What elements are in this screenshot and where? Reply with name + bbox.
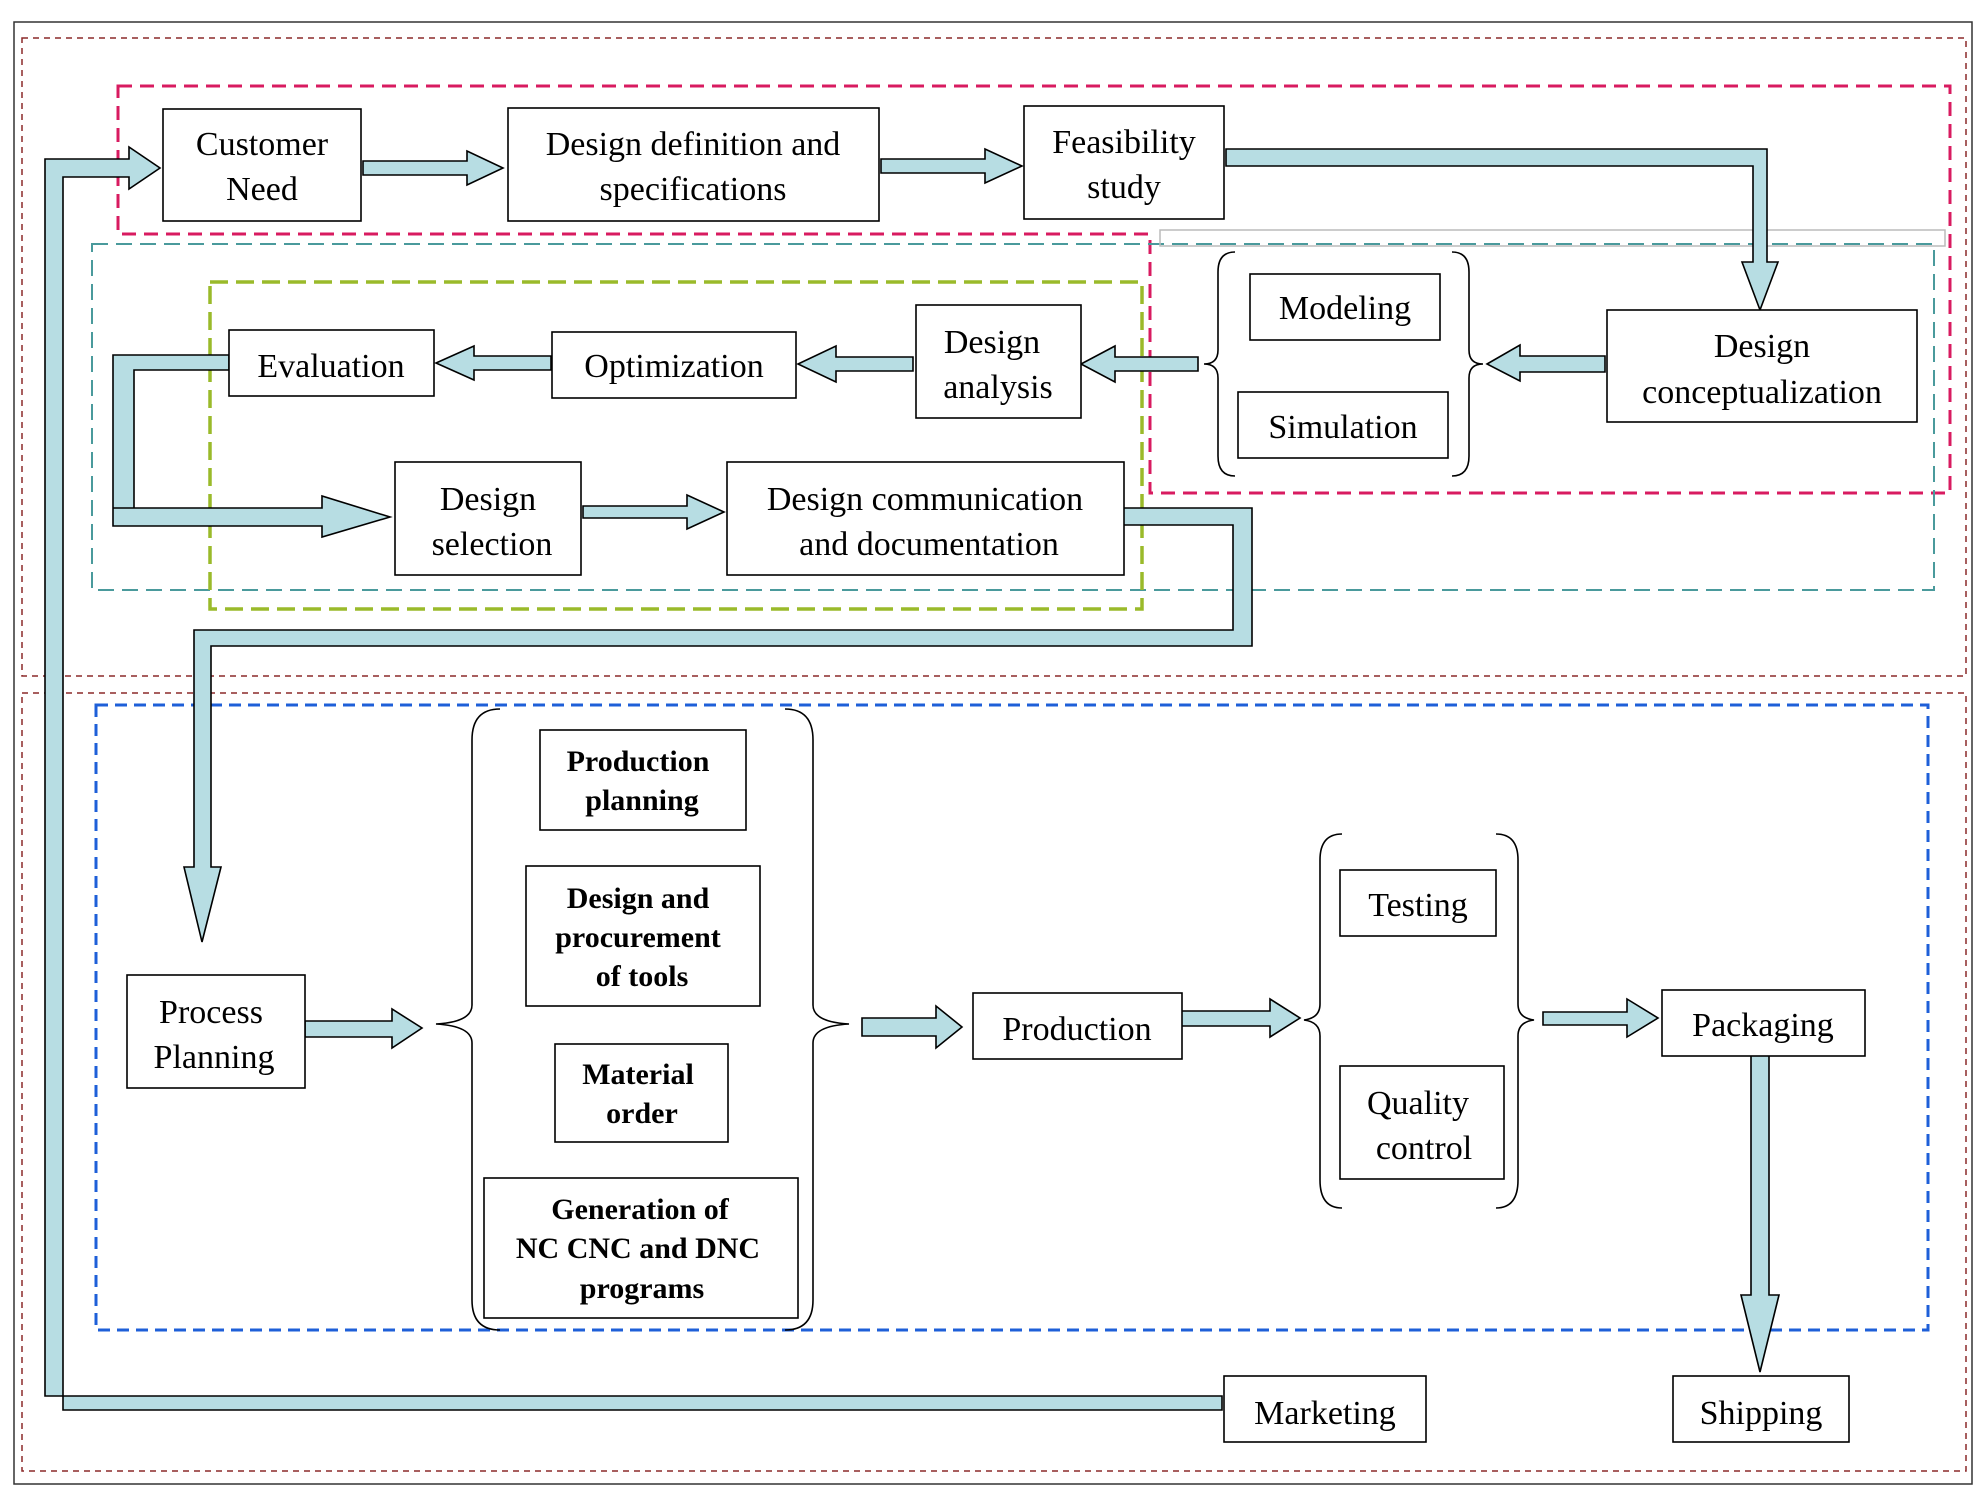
design-analysis-box: Design analysis <box>915 304 1082 419</box>
design-definition-line2: specifications <box>600 171 787 208</box>
packaging-box: Packaging <box>1661 989 1866 1057</box>
testing-label: Testing <box>1368 887 1468 924</box>
arrow-planning-to-tasks <box>304 1007 424 1050</box>
design-selection-line1: Design <box>440 481 536 518</box>
design-selection-box: Design selection <box>394 461 582 576</box>
manufacturing-process-outline <box>21 692 1967 1472</box>
modeling-box: Modeling <box>1249 273 1441 341</box>
quality-control-line1: Quality <box>1367 1085 1469 1122</box>
arrow-feasibility-to-conceptualization <box>1225 148 1780 313</box>
feasibility-line1: Feasibility <box>1052 124 1196 161</box>
production-label: Production <box>1002 1011 1151 1048</box>
conceptualization-line1: Design <box>1714 328 1810 365</box>
modeling-label: Modeling <box>1279 290 1411 327</box>
simulation-box: Simulation <box>1237 391 1449 459</box>
modeling-simulation-brace <box>1203 251 1484 477</box>
outer-frame <box>13 21 1973 1485</box>
shipping-box: Shipping <box>1672 1375 1850 1443</box>
analysis-group-outline <box>91 243 1935 591</box>
evaluation-label: Evaluation <box>257 348 404 385</box>
design-process-outline <box>21 37 1967 677</box>
material-order-line1: Material <box>582 1058 694 1091</box>
process-planning-line2: Planning <box>154 1039 275 1076</box>
evaluation-box: Evaluation <box>228 329 435 397</box>
marketing-label: Marketing <box>1254 1395 1396 1432</box>
packaging-label: Packaging <box>1692 1007 1834 1044</box>
marketing-feedback-arrow <box>44 145 1223 1411</box>
arrow-conceptualization-to-modeling <box>1485 343 1606 383</box>
tools-line2: procurement <box>555 921 721 954</box>
design-definition-line1: Design definition and <box>546 126 841 163</box>
feasibility-line2: study <box>1087 169 1161 206</box>
nc-programs-line3: programs <box>580 1272 704 1305</box>
arrow-need-to-definition <box>362 149 505 187</box>
arrow-communication-to-process-planning <box>182 507 1253 943</box>
production-planning-box: Production planning <box>539 729 747 831</box>
process-planning-line1: Process <box>159 994 263 1031</box>
arrow-optimization-to-evaluation <box>434 344 552 382</box>
arrow-selection-to-communication <box>582 493 726 531</box>
production-planning-line2: planning <box>585 784 698 817</box>
production-box: Production <box>972 992 1183 1060</box>
tools-line3: of tools <box>596 960 689 993</box>
tools-procurement-box: Design and procurement of tools <box>525 865 761 1007</box>
arrow-packaging-to-shipping <box>1739 1054 1781 1373</box>
material-order-box: Material order <box>554 1043 729 1143</box>
arrow-analysis-to-optimization <box>796 344 914 384</box>
design-analysis-line2: analysis <box>943 369 1053 406</box>
testing-quality-brace <box>1303 833 1535 1209</box>
arrow-definition-to-feasibility <box>880 147 1024 185</box>
tools-line1: Design and <box>567 882 710 915</box>
optimization-box: Optimization <box>551 331 797 399</box>
manufacturing-tasks-brace <box>435 708 850 1331</box>
design-selection-line2: selection <box>432 526 553 563</box>
conceptualization-line2: conceptualization <box>1642 374 1882 411</box>
quality-control-box: Quality control <box>1339 1065 1505 1180</box>
design-definition-box: Design definition and specifications <box>507 107 880 222</box>
shipping-label: Shipping <box>1700 1395 1823 1432</box>
arrow-testing-to-packaging <box>1542 997 1660 1039</box>
production-planning-line1: Production <box>567 745 710 778</box>
testing-box: Testing <box>1339 869 1497 937</box>
design-conceptualization-box: Design conceptualization <box>1606 309 1918 423</box>
arrow-tasks-to-production <box>861 1004 964 1050</box>
simulation-label: Simulation <box>1268 409 1417 446</box>
customer-need-line1: Customer <box>196 126 329 163</box>
nc-programs-line2: NC CNC and DNC <box>516 1232 760 1265</box>
feasibility-study-box: Feasibility study <box>1023 105 1225 220</box>
design-communication-line1: Design communication <box>767 481 1083 518</box>
marketing-box: Marketing <box>1223 1375 1427 1443</box>
process-planning-box: Process Planning <box>126 974 306 1089</box>
design-analysis-line1: Design <box>944 324 1040 361</box>
arrow-production-to-testing <box>1180 997 1302 1039</box>
thin-grey-band <box>1159 229 1946 247</box>
manufacturing-group-outline <box>94 703 1930 1332</box>
quality-control-line2: control <box>1376 1130 1472 1167</box>
evaluation-group-outline <box>208 280 1144 611</box>
customer-need-line2: Need <box>226 171 298 208</box>
design-communication-box: Design communication and documentation <box>726 461 1125 576</box>
synthesis-group-outline <box>116 84 1952 495</box>
nc-programs-box: Generation of NC CNC and DNC programs <box>483 1177 799 1319</box>
arrow-modeling-to-analysis <box>1079 344 1199 384</box>
customer-need-box: Customer Need <box>162 108 362 222</box>
design-communication-line2: and documentation <box>799 526 1059 563</box>
material-order-line2: order <box>606 1097 678 1130</box>
nc-programs-line1: Generation of <box>551 1193 729 1226</box>
arrow-evaluation-to-selection <box>112 354 393 539</box>
optimization-label: Optimization <box>584 348 763 385</box>
